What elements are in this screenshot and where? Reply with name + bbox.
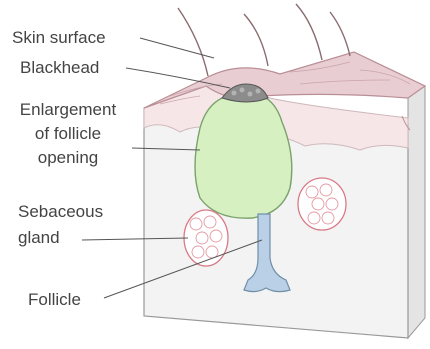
label-sebaceous-line2: gland [18,228,103,248]
label-skin-surface: Skin surface [12,28,106,48]
enlarged-follicle [195,94,292,218]
label-enlargement-line3: opening [6,148,130,168]
sebaceous-gland-left [184,210,228,266]
leader-skin-surface [140,38,214,58]
label-blackhead: Blackhead [20,58,99,78]
label-sebaceous-gland: Sebaceous gland [18,202,103,248]
block-side-face [408,86,425,338]
sebaceous-gland-right [298,178,346,230]
label-enlargement-line1: Enlargement [6,100,130,120]
label-sebaceous-line1: Sebaceous [18,202,103,222]
label-enlargement-line2: of follicle [6,124,130,144]
label-follicle: Follicle [28,290,81,310]
label-enlargement-of-follicle-opening: Enlargement of follicle opening [6,100,130,168]
